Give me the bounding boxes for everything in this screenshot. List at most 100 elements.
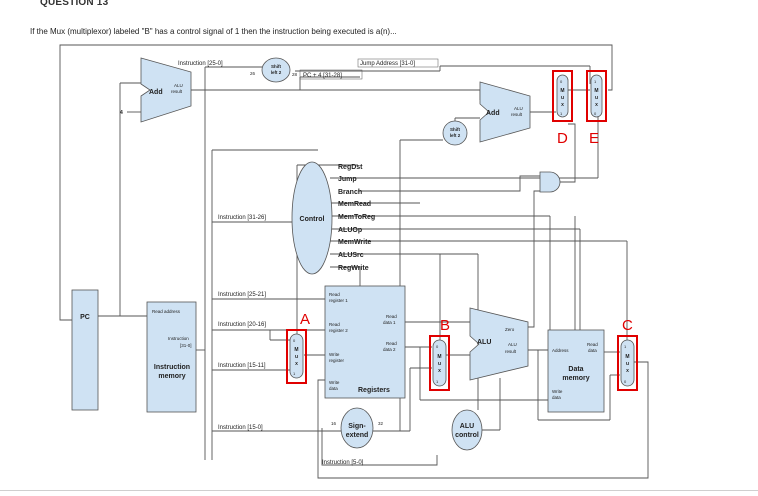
svg-text:register 1: register 1 bbox=[329, 298, 348, 303]
svg-text:Read: Read bbox=[386, 314, 397, 319]
control-signals: RegDst Jump Branch MemRead MemToReg ALUO… bbox=[338, 164, 375, 272]
alu-control bbox=[451, 409, 483, 451]
shift-left-2-branch bbox=[442, 120, 468, 146]
alu-result-1: ALU bbox=[508, 342, 517, 347]
signal-branch: Branch bbox=[338, 189, 362, 196]
svg-text:data: data bbox=[329, 386, 338, 391]
sign-extend bbox=[340, 407, 374, 449]
wires bbox=[59, 44, 649, 479]
svg-text:M: M bbox=[294, 347, 298, 353]
svg-text:1: 1 bbox=[293, 371, 296, 376]
registers-title: Registers bbox=[358, 387, 390, 394]
svg-text:0: 0 bbox=[594, 111, 597, 116]
svg-text:u: u bbox=[626, 361, 629, 367]
svg-text:x: x bbox=[626, 368, 629, 374]
alu-result-2: result bbox=[505, 349, 517, 354]
const-four: 4 bbox=[120, 110, 123, 116]
mux-d-highlight bbox=[552, 70, 573, 122]
wire-instr-31-26: Instruction [31-26] bbox=[218, 215, 266, 221]
shift1-in-width: 26 bbox=[250, 71, 256, 76]
svg-text:x: x bbox=[295, 361, 298, 367]
pc-adder bbox=[140, 57, 192, 123]
shift1-out-width: 28 bbox=[292, 72, 298, 77]
mux-d-body bbox=[556, 74, 569, 118]
adder2-result-2: result bbox=[511, 112, 523, 117]
divider bbox=[0, 490, 758, 491]
wire-instr-15-0: Instruction [15-0] bbox=[218, 425, 263, 431]
adder1-label: Add bbox=[149, 89, 163, 96]
wire-jump-address: Jump Address [31-0] bbox=[360, 61, 415, 67]
signal-regwrite: RegWrite bbox=[338, 265, 369, 272]
shift1-l1: Shift bbox=[271, 64, 281, 69]
im-title-1: Instruction bbox=[154, 364, 190, 371]
svg-text:u: u bbox=[438, 361, 441, 367]
shift-left-2-top bbox=[261, 57, 291, 83]
adder2-label: Add bbox=[486, 110, 500, 117]
wire-instr-5-0: Instruction [5-0] bbox=[322, 460, 364, 466]
signal-jump: Jump bbox=[338, 176, 357, 183]
svg-text:extend: extend bbox=[346, 432, 369, 439]
label-b: B bbox=[440, 317, 450, 334]
svg-text:Read: Read bbox=[386, 341, 397, 346]
register-file bbox=[324, 285, 406, 399]
signal-regdst: RegDst bbox=[338, 164, 363, 171]
svg-text:1: 1 bbox=[560, 111, 563, 116]
dm-title-2: memory bbox=[562, 375, 589, 382]
shift2-l1: Shift bbox=[450, 127, 460, 132]
mux-c-highlight bbox=[617, 335, 638, 391]
svg-text:Write: Write bbox=[329, 352, 340, 357]
svg-text:Read: Read bbox=[329, 292, 340, 297]
mux-e-body bbox=[590, 74, 603, 118]
shift2-l2: left 2 bbox=[450, 133, 461, 138]
svg-text:M: M bbox=[437, 354, 441, 360]
svg-text:x: x bbox=[438, 368, 441, 374]
svg-text:control: control bbox=[455, 432, 479, 439]
svg-text:data 2: data 2 bbox=[383, 347, 396, 352]
svg-text:Write: Write bbox=[552, 389, 563, 394]
control-unit bbox=[291, 161, 333, 275]
svg-text:Write: Write bbox=[329, 380, 340, 385]
svg-text:M: M bbox=[594, 88, 598, 94]
question-text: If the Mux (multiplexor) labeled "B" has… bbox=[30, 27, 397, 36]
signal-aluop: ALUOp bbox=[338, 227, 362, 234]
svg-text:M: M bbox=[625, 354, 629, 360]
im-instruction: Instruction bbox=[168, 336, 189, 341]
mux-e-highlight bbox=[586, 70, 607, 122]
signal-memwrite: MemWrite bbox=[338, 239, 371, 246]
svg-text:data 1: data 1 bbox=[383, 320, 396, 325]
svg-text:register: register bbox=[329, 358, 345, 363]
wire-pc4: PC + 4 [31-28] bbox=[303, 73, 342, 79]
control-label: Control bbox=[300, 216, 325, 223]
label-c: C bbox=[622, 317, 633, 334]
svg-text:u: u bbox=[561, 95, 564, 101]
im-read-address-1: Read address bbox=[152, 309, 181, 314]
svg-text:0: 0 bbox=[560, 79, 563, 84]
svg-text:0: 0 bbox=[624, 379, 627, 384]
and-gate bbox=[539, 171, 561, 193]
mux-b-highlight bbox=[429, 335, 450, 391]
label-a: A bbox=[300, 311, 310, 328]
alu-zero: Zero bbox=[505, 327, 515, 332]
im-instruction-bits: [31-0] bbox=[180, 343, 192, 348]
svg-text:x: x bbox=[561, 102, 564, 108]
svg-text:register 2: register 2 bbox=[329, 328, 348, 333]
label-e: E bbox=[589, 130, 599, 147]
mux-c-body bbox=[620, 339, 635, 387]
svg-text:Address: Address bbox=[552, 348, 569, 353]
pc-label: PC bbox=[80, 314, 90, 321]
mux-a-highlight bbox=[286, 329, 307, 384]
alu-label: ALU bbox=[477, 339, 491, 346]
svg-text:1: 1 bbox=[624, 344, 627, 349]
svg-text:data: data bbox=[588, 348, 597, 353]
wire-instr-20-16: Instruction [20-16] bbox=[218, 322, 266, 328]
pc-register bbox=[71, 289, 99, 411]
wire-instr-25-21: Instruction [25-21] bbox=[218, 292, 266, 298]
adder2-result-1: ALU bbox=[514, 106, 523, 111]
data-memory bbox=[547, 329, 605, 413]
adder1-result-2: result bbox=[171, 89, 183, 94]
svg-text:16: 16 bbox=[331, 421, 337, 426]
mux-a-body bbox=[289, 333, 304, 379]
mux-b-body bbox=[432, 339, 447, 387]
svg-text:u: u bbox=[295, 354, 298, 360]
